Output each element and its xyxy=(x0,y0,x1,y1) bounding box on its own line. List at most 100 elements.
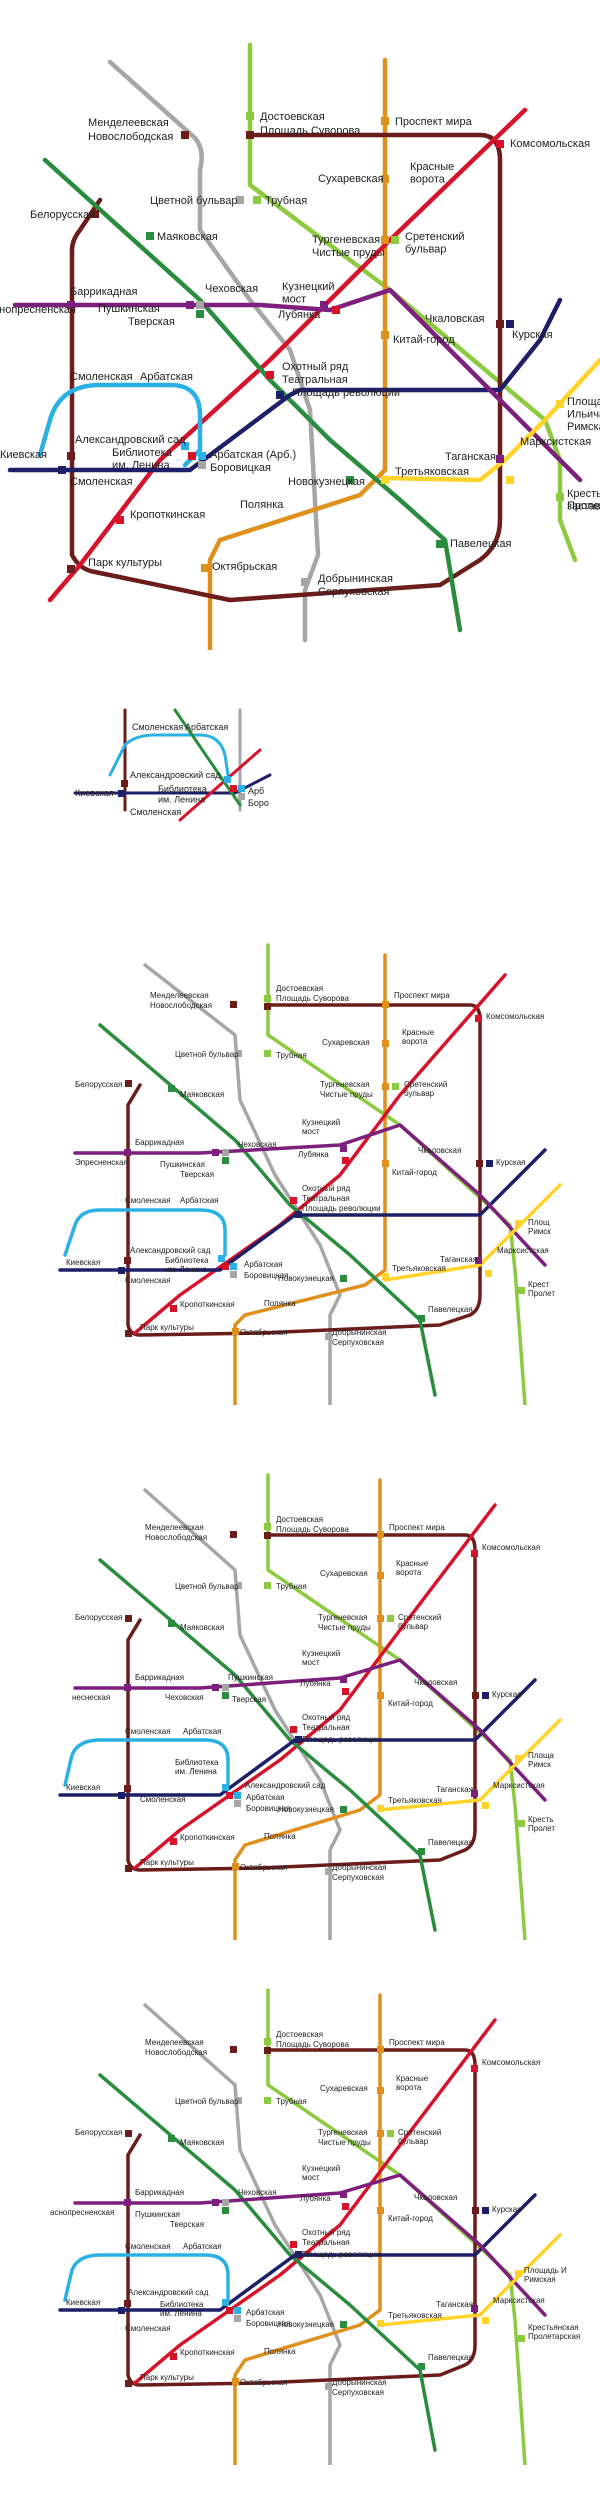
station-marker[interactable] xyxy=(391,236,399,244)
station-marker[interactable] xyxy=(232,2378,239,2385)
station-marker[interactable] xyxy=(58,466,66,474)
station-marker[interactable] xyxy=(290,1197,297,1204)
station-marker[interactable] xyxy=(125,1080,132,1087)
station-marker[interactable] xyxy=(118,1792,125,1799)
station-marker[interactable] xyxy=(222,1263,229,1270)
station-marker[interactable] xyxy=(387,2130,394,2137)
station-marker[interactable] xyxy=(170,2353,177,2360)
station-marker[interactable] xyxy=(382,1001,389,1008)
station-marker[interactable] xyxy=(290,2241,297,2248)
station-marker[interactable] xyxy=(125,2130,132,2137)
station-marker[interactable] xyxy=(181,131,189,139)
station-marker[interactable] xyxy=(198,461,206,469)
station-marker[interactable] xyxy=(325,1868,332,1875)
station-marker[interactable] xyxy=(222,2207,229,2214)
station-marker[interactable] xyxy=(230,1001,237,1008)
station-marker[interactable] xyxy=(238,785,245,792)
station-marker[interactable] xyxy=(340,1806,347,1813)
station-marker[interactable] xyxy=(506,476,514,484)
station-marker[interactable] xyxy=(496,140,504,148)
station-marker[interactable] xyxy=(471,1790,478,1797)
station-marker[interactable] xyxy=(235,2097,242,2104)
station-marker[interactable] xyxy=(325,1333,332,1340)
station-marker[interactable] xyxy=(518,1287,525,1294)
station-marker[interactable] xyxy=(235,1582,242,1589)
station-marker[interactable] xyxy=(518,1820,525,1827)
station-marker[interactable] xyxy=(476,1160,483,1167)
station-marker[interactable] xyxy=(234,1800,241,1807)
station-marker[interactable] xyxy=(485,1270,492,1277)
station-marker[interactable] xyxy=(124,1785,131,1792)
station-marker[interactable] xyxy=(382,1040,389,1047)
station-marker[interactable] xyxy=(264,1582,271,1589)
station-marker[interactable] xyxy=(381,236,389,244)
station-marker[interactable] xyxy=(234,2315,241,2322)
station-marker[interactable] xyxy=(201,564,209,572)
station-marker[interactable] xyxy=(342,1157,349,1164)
station-marker[interactable] xyxy=(264,2038,271,2045)
station-marker[interactable] xyxy=(325,2383,332,2390)
station-marker[interactable] xyxy=(230,785,237,792)
station-marker[interactable] xyxy=(346,476,354,484)
station-marker[interactable] xyxy=(222,2199,229,2206)
station-marker[interactable] xyxy=(230,1263,237,1270)
station-marker[interactable] xyxy=(186,301,194,309)
station-marker[interactable] xyxy=(301,578,309,586)
station-marker[interactable] xyxy=(226,1792,233,1799)
station-marker[interactable] xyxy=(121,780,128,787)
station-marker[interactable] xyxy=(125,1330,132,1337)
station-marker[interactable] xyxy=(198,452,206,460)
station-marker[interactable] xyxy=(382,1083,389,1090)
station-marker[interactable] xyxy=(170,1838,177,1845)
station-marker[interactable] xyxy=(496,455,504,463)
station-marker[interactable] xyxy=(340,2191,347,2198)
station-marker[interactable] xyxy=(377,1615,384,1622)
station-marker[interactable] xyxy=(518,2335,525,2342)
station-marker[interactable] xyxy=(377,2046,384,2053)
station-marker[interactable] xyxy=(118,1267,125,1274)
station-marker[interactable] xyxy=(418,1848,425,1855)
station-marker[interactable] xyxy=(232,1328,239,1335)
station-marker[interactable] xyxy=(264,1050,271,1057)
station-marker[interactable] xyxy=(222,1157,229,1164)
station-marker[interactable] xyxy=(556,400,564,408)
station-marker[interactable] xyxy=(381,331,389,339)
station-marker[interactable] xyxy=(218,1255,225,1262)
station-marker[interactable] xyxy=(230,1271,237,1278)
station-marker[interactable] xyxy=(230,1531,237,1538)
station-marker[interactable] xyxy=(472,1692,479,1699)
station-marker[interactable] xyxy=(342,2203,349,2210)
station-marker[interactable] xyxy=(125,1865,132,1872)
station-marker[interactable] xyxy=(381,476,389,484)
station-marker[interactable] xyxy=(320,301,328,309)
station-marker[interactable] xyxy=(264,1003,271,1010)
station-marker[interactable] xyxy=(381,117,389,125)
station-marker[interactable] xyxy=(116,516,124,524)
station-marker[interactable] xyxy=(482,2207,489,2214)
station-marker[interactable] xyxy=(124,2300,131,2307)
station-marker[interactable] xyxy=(332,306,340,314)
station-marker[interactable] xyxy=(266,371,274,379)
station-marker[interactable] xyxy=(222,1684,229,1691)
station-marker[interactable] xyxy=(124,1149,131,1156)
station-marker[interactable] xyxy=(124,1684,131,1691)
station-marker[interactable] xyxy=(392,1083,399,1090)
station-marker[interactable] xyxy=(436,540,444,548)
station-marker[interactable] xyxy=(475,1257,482,1264)
station-marker[interactable] xyxy=(181,442,189,450)
station-marker[interactable] xyxy=(515,2270,522,2277)
station-marker[interactable] xyxy=(290,1726,297,1733)
station-marker[interactable] xyxy=(381,175,389,183)
station-marker[interactable] xyxy=(124,2199,131,2206)
station-marker[interactable] xyxy=(196,310,204,318)
station-marker[interactable] xyxy=(377,1531,384,1538)
station-marker[interactable] xyxy=(295,1736,302,1743)
station-marker[interactable] xyxy=(387,1615,394,1622)
station-marker[interactable] xyxy=(125,1615,132,1622)
station-marker[interactable] xyxy=(471,1550,478,1557)
station-marker[interactable] xyxy=(170,1305,177,1312)
station-marker[interactable] xyxy=(246,131,254,139)
station-marker[interactable] xyxy=(168,1620,175,1627)
station-marker[interactable] xyxy=(264,2047,271,2054)
station-marker[interactable] xyxy=(276,391,284,399)
